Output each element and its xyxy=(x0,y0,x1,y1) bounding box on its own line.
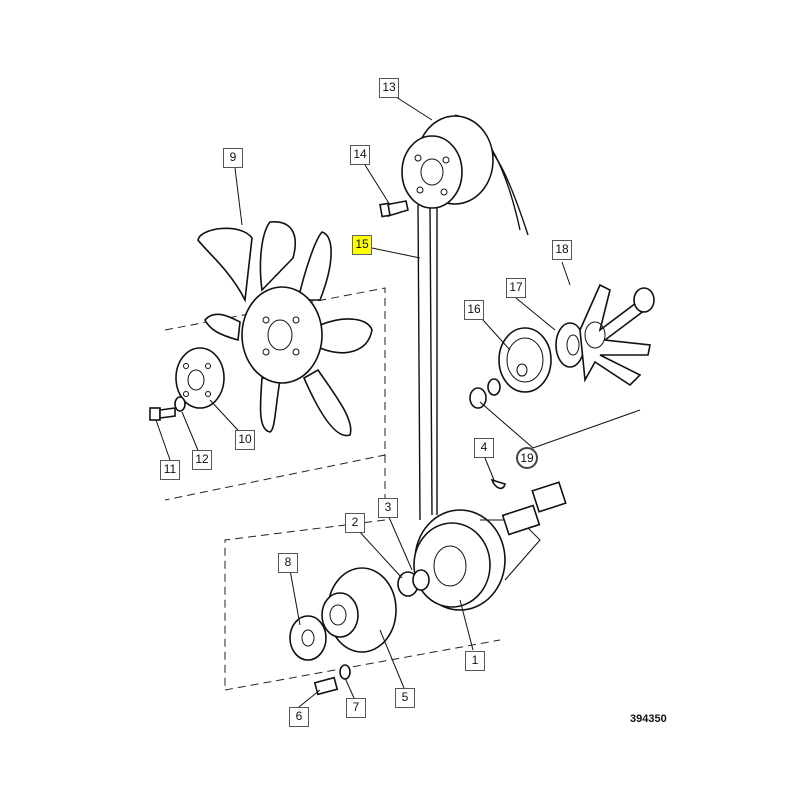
callout-4[interactable]: 4 xyxy=(474,438,494,458)
leader-lines xyxy=(155,94,641,708)
callout-13[interactable]: 13 xyxy=(379,78,399,98)
callout-11[interactable]: 11 xyxy=(160,460,180,480)
callout-6[interactable]: 6 xyxy=(289,707,309,727)
callout-8[interactable]: 8 xyxy=(278,553,298,573)
callout-1[interactable]: 1 xyxy=(465,651,485,671)
pulley-nut-and-washer xyxy=(397,569,430,597)
callout-19[interactable]: 19 xyxy=(516,447,538,469)
callout-9[interactable]: 9 xyxy=(223,148,243,168)
callout-15[interactable]: 15 xyxy=(352,235,372,255)
callout-12[interactable]: 12 xyxy=(192,450,212,470)
callout-14[interactable]: 14 xyxy=(350,145,370,165)
fan-bolt-and-washer xyxy=(149,396,186,421)
callout-10[interactable]: 10 xyxy=(235,430,255,450)
callout-7[interactable]: 7 xyxy=(346,698,366,718)
pulley-bolt xyxy=(379,200,409,218)
water-pump-pulley xyxy=(401,115,494,209)
drive-hub-assembly xyxy=(289,567,397,696)
callout-17[interactable]: 17 xyxy=(506,278,526,298)
callout-3[interactable]: 3 xyxy=(378,498,398,518)
cooling-fan xyxy=(197,221,373,437)
callout-16[interactable]: 16 xyxy=(464,300,484,320)
woodruff-key xyxy=(490,478,506,490)
reference-number: 394350 xyxy=(630,713,667,725)
callout-18[interactable]: 18 xyxy=(552,240,572,260)
fan-spacer xyxy=(175,347,225,409)
callout-2[interactable]: 2 xyxy=(345,513,365,533)
crankshaft-pulley xyxy=(413,481,567,611)
callout-5[interactable]: 5 xyxy=(395,688,415,708)
alternator-pulley-assembly xyxy=(469,283,655,409)
